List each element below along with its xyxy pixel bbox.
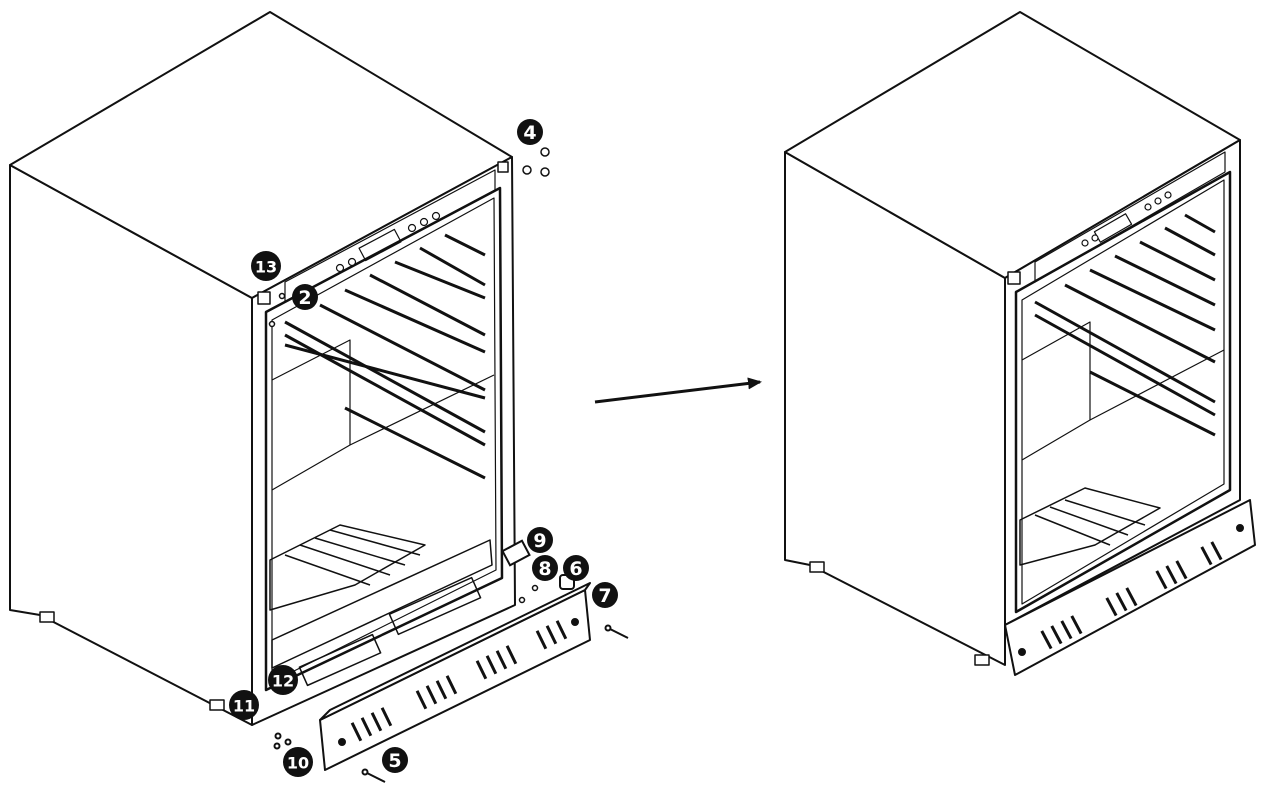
floor-rack bbox=[269, 524, 426, 611]
callout-badge bbox=[268, 665, 298, 695]
assembly-arrow bbox=[594, 377, 762, 404]
callout-11: 11 bbox=[229, 690, 259, 720]
callout-number: 11 bbox=[233, 697, 255, 716]
callout-badge bbox=[229, 690, 259, 720]
callout-number: 6 bbox=[569, 558, 582, 580]
callout-badge bbox=[251, 251, 281, 281]
kick-plate-vents bbox=[350, 620, 568, 742]
callout-number: 10 bbox=[287, 754, 309, 773]
callout-badge bbox=[532, 555, 558, 581]
callout-badge bbox=[517, 119, 543, 145]
callout-9: 9 bbox=[527, 527, 553, 553]
floor-rack bbox=[1019, 487, 1161, 566]
callout-number: 7 bbox=[598, 585, 611, 607]
wine-shelves bbox=[284, 233, 486, 480]
callout-badge bbox=[283, 747, 313, 777]
wine-shelves bbox=[1034, 213, 1216, 437]
callout-badge bbox=[292, 284, 318, 310]
callout-10: 10 bbox=[283, 747, 313, 777]
callout-5: 5 bbox=[382, 747, 408, 773]
callout-number: 2 bbox=[298, 287, 311, 309]
unit-before-assembly bbox=[9, 11, 516, 726]
callout-12: 12 bbox=[268, 665, 298, 695]
callout-8: 8 bbox=[532, 555, 558, 581]
callout-labels: 2 4 5 67 8 9 10 11 12 13 bbox=[229, 119, 618, 777]
callout-number: 9 bbox=[533, 530, 546, 552]
callout-number: 8 bbox=[538, 558, 551, 580]
control-panel bbox=[1034, 151, 1226, 283]
callout-badge bbox=[563, 555, 589, 581]
callout-13: 13 bbox=[251, 251, 281, 281]
unit-after-assembly bbox=[784, 11, 1256, 676]
callout-number: 13 bbox=[255, 258, 277, 277]
callout-2: 2 bbox=[292, 284, 318, 310]
callout-badge bbox=[527, 527, 553, 553]
kick-plate bbox=[319, 582, 591, 771]
callout-badge bbox=[592, 582, 618, 608]
callout-number: 12 bbox=[272, 672, 294, 691]
callout-badge bbox=[382, 747, 408, 773]
callout-number: 4 bbox=[523, 122, 536, 144]
callout-7: 7 bbox=[592, 582, 618, 608]
kick-plate-vents bbox=[1040, 541, 1223, 650]
callout-4: 4 bbox=[517, 119, 543, 145]
hardware-caps bbox=[268, 147, 550, 604]
callout-number: 5 bbox=[388, 750, 401, 772]
callout-6: 6 bbox=[563, 555, 589, 581]
